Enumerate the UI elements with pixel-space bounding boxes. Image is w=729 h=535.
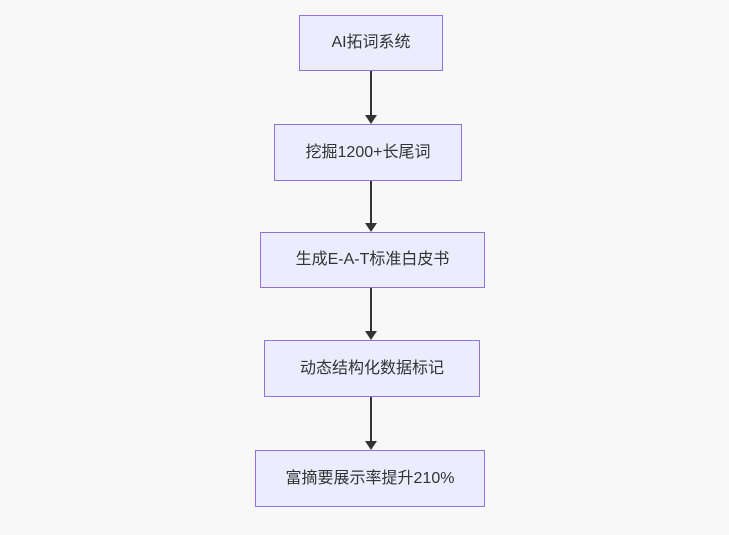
- node-label: 挖掘1200+长尾词: [305, 143, 431, 161]
- arrowhead-down-icon: [365, 441, 377, 450]
- flow-node-rich-snippet-result: 富摘要展示率提升210%: [255, 450, 485, 507]
- node-label: AI拓词系统: [331, 34, 411, 52]
- flow-node-ai-keyword-system: AI拓词系统: [299, 15, 443, 71]
- flow-node-longtail-mining: 挖掘1200+长尾词: [274, 124, 462, 181]
- flow-arrow-3: [364, 288, 378, 340]
- arrow-line: [370, 71, 372, 115]
- arrowhead-down-icon: [365, 115, 377, 124]
- arrow-line: [370, 288, 372, 331]
- arrow-line: [370, 397, 372, 441]
- flow-arrow-4: [364, 397, 378, 450]
- flow-node-eat-whitepaper: 生成E-A-T标准白皮书: [260, 232, 485, 288]
- node-label: 生成E-A-T标准白皮书: [295, 251, 450, 269]
- flow-arrow-1: [364, 71, 378, 124]
- arrowhead-down-icon: [365, 331, 377, 340]
- node-label: 动态结构化数据标记: [299, 359, 444, 377]
- node-label: 富摘要展示率提升210%: [285, 469, 455, 487]
- arrowhead-down-icon: [365, 223, 377, 232]
- flow-arrow-2: [364, 181, 378, 232]
- flow-node-structured-data-markup: 动态结构化数据标记: [264, 340, 480, 397]
- arrow-line: [370, 181, 372, 223]
